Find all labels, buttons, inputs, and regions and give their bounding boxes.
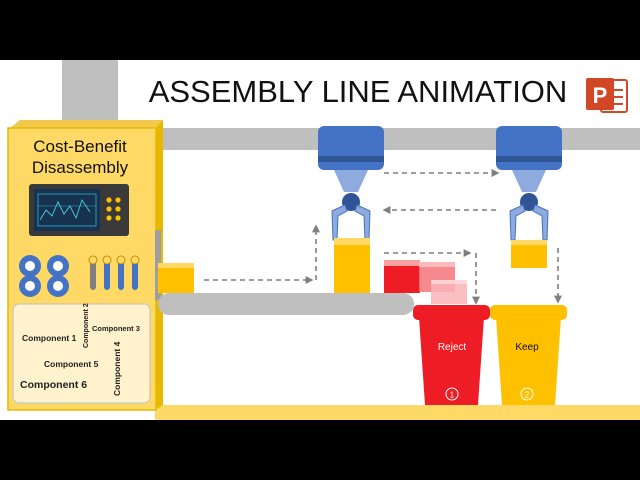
reject-bin-label: Reject [438, 342, 467, 353]
keep-bin-label: Keep [515, 342, 539, 353]
machine-title-line2: Disassembly [32, 158, 129, 177]
powerpoint-logo-icon: P [586, 78, 628, 113]
component-3: Component 3 [92, 324, 140, 333]
reject-bin-number: 1 [450, 391, 455, 400]
slider-controls [88, 255, 140, 290]
component-2: Component 2 [83, 303, 90, 348]
control-screen [29, 184, 129, 236]
disassembly-machine: Cost-Benefit Disassembly [7, 120, 163, 411]
keep-bin-number: 2 [525, 391, 530, 400]
motion-path-arrows [204, 169, 562, 305]
robotic-gripper [318, 126, 384, 241]
assembly-line-scene: ASSEMBLY LINE ANIMATION P Cost-Benefit D… [0, 60, 640, 420]
conveyor-belt [158, 293, 414, 315]
keep-bin: Keep 2 [490, 305, 567, 405]
chimney [62, 60, 118, 120]
product-box [158, 263, 194, 293]
overhead-rail [155, 128, 640, 150]
robotic-gripper [496, 126, 562, 241]
component-5: Component 5 [44, 359, 99, 369]
component-4: Component 4 [112, 341, 122, 396]
svg-text:P: P [593, 83, 608, 108]
rejected-box [384, 260, 467, 304]
gauge-icon [19, 255, 69, 297]
floor [155, 405, 640, 420]
reject-bin: Reject 1 [413, 305, 490, 405]
components-panel: Component 1 Component 2 Component 3 Comp… [12, 303, 151, 404]
machine-title-line1: Cost-Benefit [33, 137, 127, 156]
bin-number-badge [520, 387, 534, 401]
gripped-box [334, 238, 370, 293]
component-1: Component 1 [22, 333, 77, 343]
bin-number-badge [445, 387, 459, 401]
kept-box [511, 240, 547, 268]
component-6: Component 6 [20, 379, 87, 391]
page-title: ASSEMBLY LINE ANIMATION [149, 74, 568, 109]
